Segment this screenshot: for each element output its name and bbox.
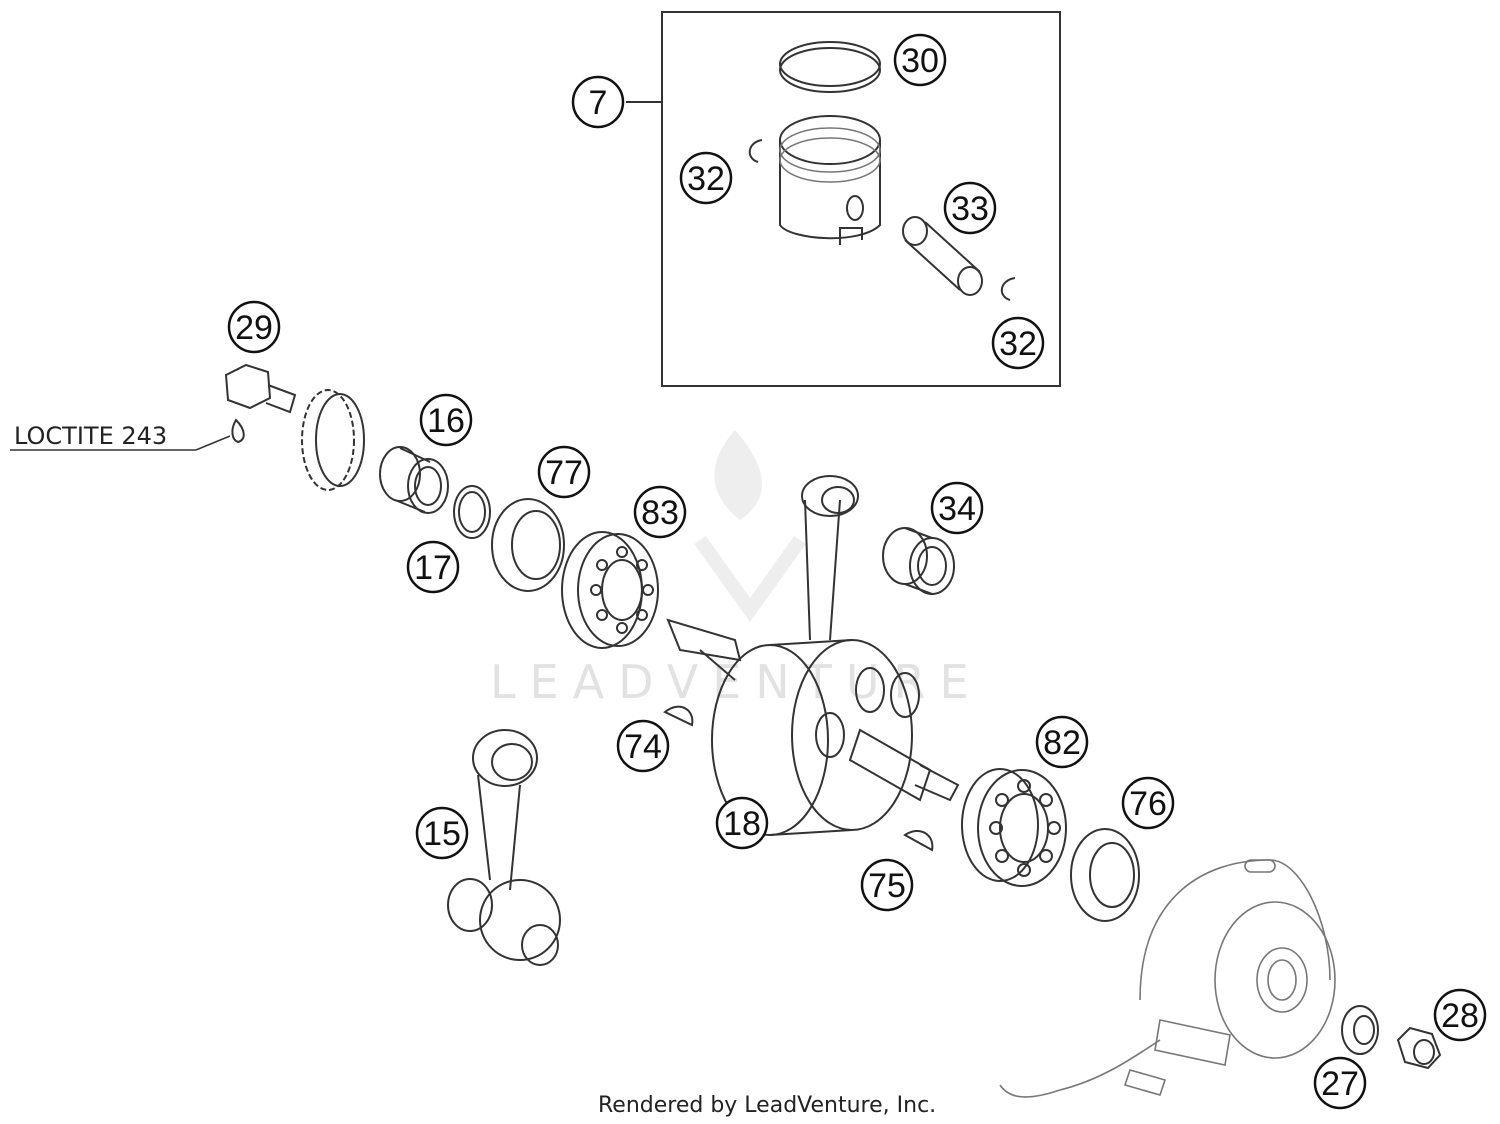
callout-18: 18 bbox=[715, 796, 769, 850]
shaft-seal-right bbox=[1070, 828, 1140, 922]
loctite-leader bbox=[10, 435, 231, 451]
callout-16: 16 bbox=[419, 393, 473, 447]
callout-32-bottom: 32 bbox=[991, 316, 1045, 370]
callout-33: 33 bbox=[943, 181, 997, 235]
sleeve bbox=[379, 446, 449, 514]
needle-bearing bbox=[882, 527, 955, 595]
loctite-drop bbox=[231, 418, 245, 444]
svg-text:27: 27 bbox=[1321, 1065, 1359, 1103]
callout-74: 74 bbox=[616, 719, 670, 773]
callout-82: 82 bbox=[1035, 715, 1089, 769]
piston-ring bbox=[779, 41, 881, 93]
woodruff-key-left bbox=[663, 705, 694, 727]
piston-pin bbox=[902, 216, 983, 296]
circlip-left bbox=[748, 139, 763, 163]
svg-text:30: 30 bbox=[901, 42, 939, 80]
credit-line: Rendered by LeadVenture, Inc. bbox=[598, 1093, 936, 1118]
svg-text:75: 75 bbox=[868, 867, 906, 905]
shaft-seal-left bbox=[491, 498, 565, 592]
circlip-right bbox=[1000, 277, 1016, 301]
svg-text:83: 83 bbox=[641, 494, 679, 532]
callout-83: 83 bbox=[633, 485, 687, 539]
bolt bbox=[224, 363, 297, 414]
svg-text:16: 16 bbox=[427, 402, 465, 440]
svg-text:76: 76 bbox=[1129, 785, 1167, 823]
shim bbox=[453, 485, 491, 539]
svg-text:29: 29 bbox=[235, 309, 273, 347]
svg-text:32: 32 bbox=[999, 325, 1037, 363]
svg-text:7: 7 bbox=[589, 84, 608, 122]
svg-text:82: 82 bbox=[1043, 724, 1081, 762]
svg-text:17: 17 bbox=[414, 549, 452, 587]
watermark: LEADVENTURE bbox=[490, 430, 983, 709]
svg-text:74: 74 bbox=[624, 728, 662, 766]
callouts: 7 30 32 33 32 29 16 77 bbox=[227, 33, 1487, 1110]
callout-29: 29 bbox=[227, 300, 281, 354]
crankshaft bbox=[666, 475, 960, 836]
ball-bearing-left bbox=[561, 531, 659, 649]
washer bbox=[1341, 1005, 1379, 1055]
svg-text:33: 33 bbox=[951, 190, 989, 228]
callout-32-top: 32 bbox=[679, 151, 733, 205]
svg-text:15: 15 bbox=[423, 815, 461, 853]
svg-text:77: 77 bbox=[545, 454, 583, 492]
svg-text:18: 18 bbox=[723, 805, 761, 843]
callout-17: 17 bbox=[406, 540, 460, 594]
watermark-text: LEADVENTURE bbox=[490, 655, 983, 709]
callout-34: 34 bbox=[930, 481, 984, 535]
svg-text:32: 32 bbox=[687, 160, 725, 198]
callout-77: 77 bbox=[537, 445, 591, 499]
connecting-rod bbox=[447, 729, 561, 966]
gear bbox=[301, 389, 365, 491]
callout-15: 15 bbox=[415, 806, 469, 860]
callout-30: 30 bbox=[893, 33, 947, 87]
woodruff-key-right bbox=[903, 830, 934, 852]
piston bbox=[779, 115, 881, 245]
nut bbox=[1396, 1026, 1442, 1070]
svg-text:34: 34 bbox=[938, 490, 976, 528]
callout-7: 7 bbox=[571, 75, 625, 129]
ball-bearing-right bbox=[961, 768, 1067, 887]
callout-76: 76 bbox=[1121, 776, 1175, 830]
flywheel-rotor bbox=[999, 859, 1336, 1098]
callout-27: 27 bbox=[1313, 1056, 1367, 1110]
callout-28: 28 bbox=[1433, 988, 1487, 1042]
piston-kit-box bbox=[661, 11, 1061, 387]
callout-75: 75 bbox=[860, 858, 914, 912]
svg-text:28: 28 bbox=[1441, 997, 1479, 1035]
loctite-note: LOCTITE 243 bbox=[14, 422, 167, 450]
